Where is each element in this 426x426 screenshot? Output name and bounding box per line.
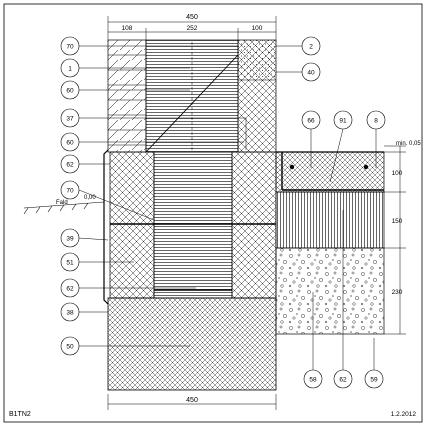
callout-50: 50 — [66, 344, 74, 351]
callout-59: 59 — [370, 377, 378, 384]
callout-39: 39 — [66, 236, 74, 243]
reinforcement-dot — [363, 164, 369, 170]
wall-insulation — [145, 39, 239, 153]
ground-line — [23, 201, 105, 215]
reinforcement-dot — [289, 164, 295, 170]
footing — [107, 297, 277, 391]
brick-outer-leaf — [107, 39, 147, 153]
callout-1: 1 — [68, 66, 72, 73]
bottom-callouts: 58 62 59 — [303, 369, 384, 389]
dim-seg2: 252 — [187, 25, 198, 32]
level-label: 0,00 — [84, 195, 96, 201]
floor-slab — [275, 151, 385, 193]
callout-62: 62 — [66, 162, 74, 169]
callout-2: 2 — [309, 44, 313, 51]
callout-37: 37 — [66, 116, 74, 123]
dim-right-3: 230 — [392, 289, 403, 296]
top-dimensions — [107, 16, 277, 42]
floor-insulation — [275, 191, 385, 249]
ground-label: Fald — [56, 200, 68, 206]
left-leaders — [78, 45, 247, 347]
callout-66: 66 — [307, 118, 315, 125]
callout-91: 91 — [339, 118, 347, 125]
foundation-left — [109, 223, 155, 299]
sheet-border — [3, 3, 423, 423]
dim-bottom: 450 — [186, 397, 198, 404]
min-note: min. 0,05 — [396, 141, 421, 147]
callout-62c: 62 — [339, 377, 347, 384]
dim-seg1: 108 — [122, 25, 133, 32]
left-callouts: 70 1 60 37 60 62 70 39 51 62 38 50 — [60, 36, 80, 356]
callout-51: 51 — [66, 260, 74, 267]
right-callouts: 2 40 — [301, 36, 321, 82]
callout-58: 58 — [309, 377, 317, 384]
top-callouts: 66 91 8 — [301, 110, 386, 130]
foundation-right — [231, 223, 277, 299]
dim-right-1: 100 — [392, 170, 403, 177]
callout-8: 8 — [374, 118, 378, 125]
foundation-core — [153, 223, 233, 299]
drawing-date: 1.2.2012 — [391, 411, 417, 418]
plinth-left — [109, 151, 155, 225]
dim-total-top: 450 — [186, 14, 198, 21]
callout-60b: 60 — [66, 140, 74, 147]
plinth-right — [231, 151, 277, 225]
right-dimensions — [384, 145, 406, 335]
dim-right-2: 150 — [392, 218, 403, 225]
callout-70: 70 — [66, 44, 74, 51]
render-layer — [103, 149, 109, 305]
plinth-core — [153, 151, 233, 225]
other-leaders — [276, 45, 377, 370]
dim-seg3: 100 — [252, 25, 263, 32]
drawing-code: B1TN2 — [9, 411, 31, 418]
callout-70b: 70 — [66, 188, 74, 195]
callout-38: 38 — [66, 310, 74, 317]
callout-60: 60 — [66, 88, 74, 95]
callout-62b: 62 — [66, 286, 74, 293]
callout-40: 40 — [307, 70, 315, 77]
gravel-bed — [275, 247, 385, 335]
bottom-dimension — [107, 394, 277, 410]
